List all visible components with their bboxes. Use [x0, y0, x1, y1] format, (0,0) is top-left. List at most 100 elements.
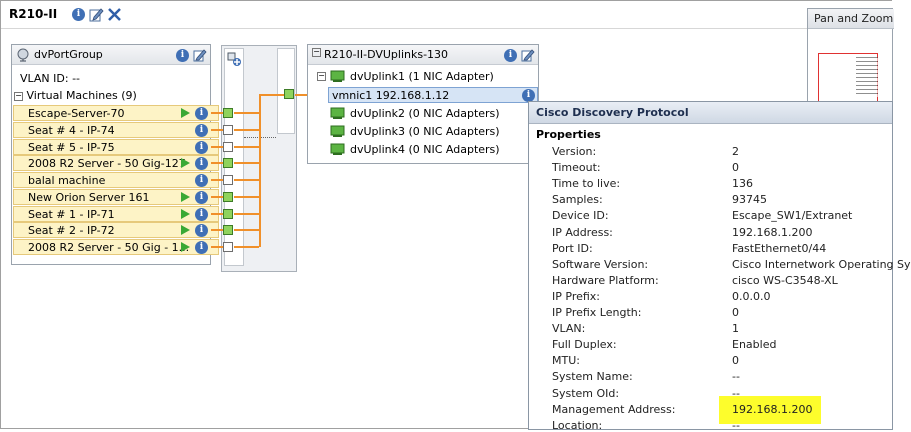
property-name: Time to live:	[552, 177, 621, 191]
uplink-row[interactable]: dvUplink2 (0 NIC Adapters)	[308, 106, 538, 122]
connection-line	[211, 229, 223, 231]
property-value: 136	[732, 177, 753, 191]
info-icon[interactable]: i	[195, 241, 208, 254]
property-name: System Name:	[552, 370, 633, 384]
collapse-icon[interactable]: −	[312, 47, 321, 57]
port-group-header: dvPortGroup i	[12, 45, 210, 65]
info-icon[interactable]: i	[195, 141, 208, 154]
title-divider	[1, 28, 807, 29]
connection-line	[234, 179, 259, 181]
vm-port[interactable]	[223, 209, 233, 219]
property-value: 0	[732, 354, 739, 368]
uplink-row[interactable]: − dvUplink1 (1 NIC Adapter)	[308, 69, 538, 85]
vm-name: balal machine	[28, 174, 106, 187]
connection-line	[234, 129, 259, 131]
vm-port[interactable]	[223, 242, 233, 252]
vm-port[interactable]	[223, 175, 233, 185]
vm-port[interactable]	[223, 225, 233, 235]
property-value: Enabled	[732, 338, 777, 352]
vm-name: Escape-Server-70	[28, 107, 125, 120]
connection-line	[259, 94, 284, 96]
vm-section-label: Virtual Machines (9)	[26, 89, 137, 102]
property-value: 2	[732, 145, 739, 158]
vmnic-row-selected[interactable]: vmnic1 192.168.1.12 i	[328, 87, 538, 103]
connection-line	[211, 112, 223, 114]
vm-port[interactable]	[223, 142, 233, 152]
play-icon	[181, 242, 190, 252]
uplink-label: dvUplink3 (0 NIC Adapters)	[350, 125, 500, 138]
vm-row[interactable]: Seat # 1 - IP-71 i	[13, 206, 219, 222]
property-value: 93745	[732, 193, 767, 207]
uplink-label: dvUplink1 (1 NIC Adapter)	[350, 70, 494, 83]
info-icon[interactable]: i	[195, 157, 208, 170]
play-icon	[181, 225, 190, 235]
property-value: --	[732, 418, 740, 432]
info-icon[interactable]: i	[195, 208, 208, 221]
collapse-icon[interactable]: −	[317, 71, 326, 81]
info-icon[interactable]: i	[176, 49, 189, 62]
connection-line	[211, 179, 223, 181]
minimap-content	[856, 57, 878, 97]
management-address-highlight	[719, 396, 821, 424]
vm-row[interactable]: Escape-Server-70 i	[13, 105, 219, 121]
vm-name: Seat # 1 - IP-71	[28, 208, 115, 221]
connection-line	[234, 112, 259, 114]
vm-port[interactable]	[223, 125, 233, 135]
vm-section-toggle[interactable]: − Virtual Machines (9)	[14, 89, 137, 102]
vm-row[interactable]: balal machine i	[13, 172, 219, 188]
vm-port[interactable]	[223, 108, 233, 118]
property-name: IP Prefix Length:	[552, 306, 642, 319]
info-icon[interactable]: i	[195, 174, 208, 187]
info-icon[interactable]: i	[522, 89, 535, 102]
property-name: Timeout:	[552, 161, 601, 175]
edit-icon[interactable]	[193, 48, 207, 62]
uplink-port[interactable]	[284, 89, 294, 99]
collapse-icon[interactable]: −	[14, 90, 23, 101]
edit-icon[interactable]	[89, 7, 104, 22]
port-group-icon	[17, 48, 29, 62]
cdp-header: Cisco Discovery Protocol	[529, 102, 892, 124]
property-value: 0.0.0.0	[732, 289, 771, 303]
uplink-row[interactable]: dvUplink3 (0 NIC Adapters)	[308, 124, 538, 140]
info-icon[interactable]: i	[504, 49, 517, 62]
uplink-label: dvUplink2 (0 NIC Adapters)	[350, 107, 500, 120]
connection-line	[234, 229, 259, 231]
port-group-title: dvPortGroup	[34, 48, 103, 61]
nic-icon	[330, 143, 345, 155]
edit-icon[interactable]	[521, 48, 535, 62]
info-icon[interactable]: i	[195, 224, 208, 237]
uplinks-header: − R210-II-DVUplinks-130 i	[308, 45, 538, 65]
vm-port[interactable]	[223, 192, 233, 202]
property-name: IP Address:	[552, 225, 613, 239]
delete-icon[interactable]	[107, 7, 122, 22]
play-icon	[181, 209, 190, 219]
pan-zoom-canvas[interactable]	[810, 31, 892, 107]
pan-zoom-title: Pan and Zoom	[814, 12, 894, 25]
play-icon	[181, 192, 190, 202]
uplinks-title: R210-II-DVUplinks-130	[324, 48, 449, 61]
uplink-row[interactable]: dvUplink4 (0 NIC Adapters)	[308, 142, 538, 158]
vm-row[interactable]: 2008 R2 Server - 50 Gig - 1...i	[13, 239, 219, 255]
title-bar: R210-II i	[1, 1, 893, 29]
info-icon[interactable]: i	[195, 191, 208, 204]
property-value: 192.168.1.200	[732, 225, 813, 239]
network-adapter-icon[interactable]	[226, 51, 242, 67]
vmnic-label: vmnic1 192.168.1.12	[332, 89, 450, 102]
property-name: Location:	[552, 418, 603, 432]
property-value: --	[732, 386, 740, 400]
pan-zoom-header: Pan and Zoom	[808, 9, 894, 29]
vm-port[interactable]	[223, 158, 233, 168]
connection-line	[211, 162, 223, 164]
property-value: FastEthernet0/44	[732, 241, 827, 255]
info-icon[interactable]: i	[72, 8, 85, 21]
info-icon[interactable]: i	[195, 124, 208, 137]
info-icon[interactable]: i	[195, 107, 208, 120]
nic-icon	[330, 70, 345, 82]
property-value: 1	[732, 322, 739, 336]
property-value: --	[732, 370, 740, 384]
